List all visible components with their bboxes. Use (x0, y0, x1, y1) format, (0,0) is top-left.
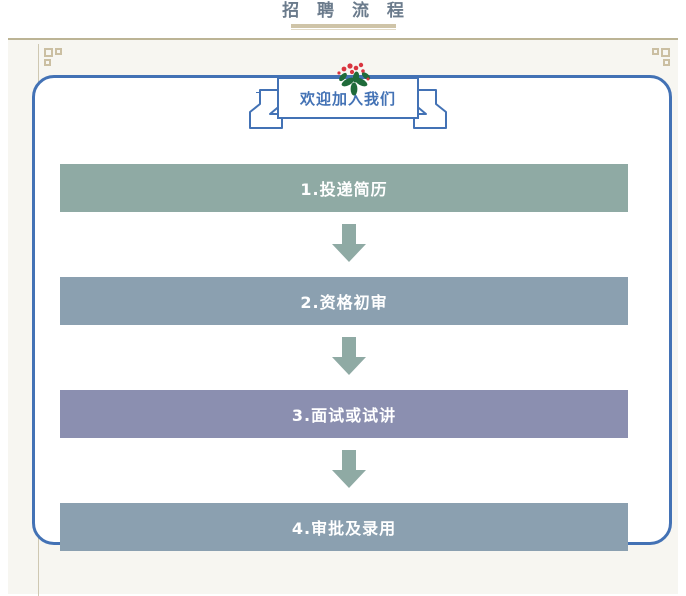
greek-key-corner-ornament-icon (44, 48, 66, 70)
ribbon-shape (249, 77, 447, 129)
flow-step-box[interactable]: 2.资格初审 (60, 277, 628, 325)
flow-step-box[interactable]: 3.面试或试讲 (60, 390, 628, 438)
down-arrow-icon (331, 337, 367, 377)
page-title: 招 聘 流 程 (282, 1, 410, 21)
down-arrow-icon (331, 224, 367, 264)
down-arrow-icon (331, 450, 367, 490)
flow-step-box[interactable]: 1.投递简历 (60, 164, 628, 212)
flow-step-label: 2.资格初审 (300, 293, 388, 312)
flow-step-label: 1.投递简历 (300, 180, 388, 199)
welcome-banner: 欢迎加入我们 (248, 62, 448, 132)
page-title-area: 招 聘 流 程 (0, 0, 686, 34)
welcome-banner-label: 欢迎加入我们 (299, 90, 396, 108)
floral-berry-sprig-icon (330, 60, 382, 96)
flow-step-label: 3.面试或试讲 (291, 406, 397, 425)
flow-step-label: 4.审批及录用 (291, 519, 397, 538)
flow-step-box[interactable]: 4.审批及录用 (60, 503, 628, 551)
title-underline (290, 24, 396, 28)
title-underline-secondary (290, 29, 396, 30)
greek-key-corner-ornament-icon (648, 48, 670, 70)
